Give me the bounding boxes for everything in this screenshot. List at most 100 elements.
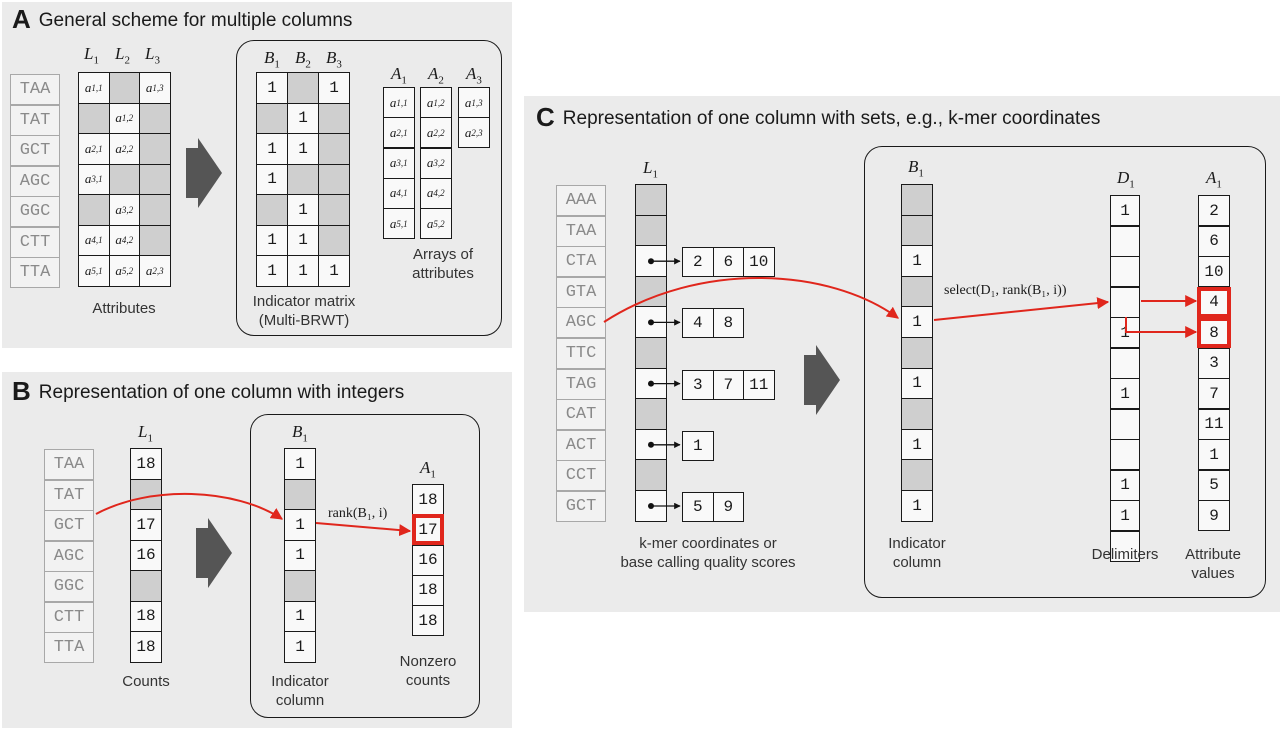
indicator-zero-cell <box>901 214 933 247</box>
panel-c-letter: C <box>536 102 555 132</box>
kmer-label: TAT <box>10 104 60 136</box>
values-caption-1: Attribute <box>1185 546 1241 563</box>
delimiter-cell <box>1110 286 1140 318</box>
set-element-cell: 6 <box>712 247 744 278</box>
indicator-one-cell: 1 <box>256 72 288 104</box>
set-element-cell: 7 <box>712 369 744 400</box>
indicator-one-cell: 1 <box>284 600 316 632</box>
indicator-one-cell: 1 <box>287 194 319 226</box>
l-column-label: L1 <box>643 158 658 181</box>
attribute-value-cell: 1 <box>1198 439 1230 470</box>
indicator-one-cell: 1 <box>901 306 933 338</box>
b-column-label: B1 <box>908 157 924 180</box>
rank-arrow-b <box>315 522 412 537</box>
indicator-zero-cell <box>901 337 933 369</box>
select-formula: select(D₁, rank(B₁, i)) <box>944 283 1067 298</box>
delimiter-cell <box>1110 439 1140 470</box>
nonzero-count-cell: 18 <box>412 574 444 606</box>
delimiter-cell: 1 <box>1110 378 1140 409</box>
nonzero-count-cell: 18 <box>412 605 444 637</box>
attribute-value-cell: 9 <box>1198 500 1230 531</box>
panel-a-structure-box <box>236 40 502 336</box>
b-column-label: B2 <box>295 48 311 71</box>
b-indicator-caption-2: column <box>275 692 325 709</box>
kmer-label: AGC <box>10 165 60 197</box>
indicator-one-cell: 1 <box>901 490 933 522</box>
indicator-zero-cell <box>318 163 350 195</box>
indicator-zero-cell <box>901 275 933 308</box>
kmer-label: AGC <box>556 307 606 339</box>
value-arrow-end <box>1125 317 1198 338</box>
rank-formula: rank(B₁, i) <box>328 506 388 521</box>
nonzero-count-cell: 18 <box>412 484 444 515</box>
l-column-label: L1 <box>138 422 153 445</box>
count-cell: 17 <box>130 509 162 541</box>
kmer-label: TTC <box>556 338 606 369</box>
indicator-zero-cell <box>287 163 319 195</box>
query-arrow-c <box>603 277 899 323</box>
indicator-zero-cell <box>318 133 350 165</box>
panel-b-structure-box <box>250 414 480 718</box>
set-element-cell: 4 <box>682 308 714 339</box>
kmer-label: TTA <box>10 257 60 288</box>
attribute-value-cell: 10 <box>1198 256 1230 287</box>
counts-caption: Counts <box>122 673 170 690</box>
delimiter-cell <box>1110 408 1140 440</box>
attribute-value-cell: 3 <box>1198 347 1230 379</box>
b-column-label: B1 <box>264 48 280 71</box>
kmer-label: TTA <box>44 632 94 663</box>
kmer-label: TAA <box>556 215 606 247</box>
highlighted-value-cell: 8 <box>1197 317 1231 348</box>
kmer-label: ACT <box>556 429 606 461</box>
indicator-one-cell: 1 <box>284 448 316 480</box>
indicator-zero-cell <box>318 224 350 256</box>
count-cell: 18 <box>130 448 162 480</box>
kmer-label: CCT <box>556 460 606 492</box>
kmer-label: GCT <box>44 510 94 541</box>
l-caption-2: base calling quality scores <box>620 554 796 571</box>
b-column-label: B1 <box>292 422 308 445</box>
empty-cell <box>108 72 140 104</box>
kmer-label: GGC <box>10 196 60 227</box>
indicator-one-cell: 1 <box>318 255 350 287</box>
column-label: L3 <box>145 44 160 67</box>
a-column-label: A3 <box>466 64 482 87</box>
indicator-zero-cell <box>287 72 319 104</box>
a-column-label: A2 <box>428 64 444 87</box>
nonzero-count-cell: 16 <box>412 544 444 576</box>
empty-set-cell <box>635 214 667 247</box>
query-arrow-b <box>95 492 284 520</box>
nonzero-caption-1: Nonzero <box>399 653 457 670</box>
empty-cell <box>78 194 110 226</box>
values-caption-2: values <box>1191 565 1235 582</box>
set-element-cell: 8 <box>712 308 744 339</box>
zero-count-cell <box>130 570 162 602</box>
indicator-one-cell: 1 <box>256 224 288 256</box>
kmer-label: GGC <box>44 571 94 602</box>
set-element-cell: 2 <box>682 247 714 278</box>
indicator-zero-cell <box>901 184 933 216</box>
indicator-one-cell: 1 <box>901 428 933 461</box>
empty-set-cell <box>635 459 667 491</box>
kmer-label: GCT <box>10 135 60 166</box>
delimiter-cell <box>1110 256 1140 287</box>
zero-count-cell <box>130 478 162 510</box>
arrays-caption-1: Arrays of <box>412 246 473 263</box>
delimiters-caption: Delimiters <box>1091 546 1159 563</box>
a-column-label: A1 <box>391 64 407 87</box>
d-column-label: D1 <box>1117 168 1135 191</box>
a-column-label: A1 <box>420 458 436 481</box>
b-indicator-caption-1: Indicator <box>271 673 329 690</box>
kmer-label: TAG <box>556 368 606 400</box>
indicator-one-cell: 1 <box>901 367 933 400</box>
indicator-matrix-caption-1: Indicator matrix <box>252 293 356 310</box>
b-column-label: B3 <box>326 48 342 71</box>
